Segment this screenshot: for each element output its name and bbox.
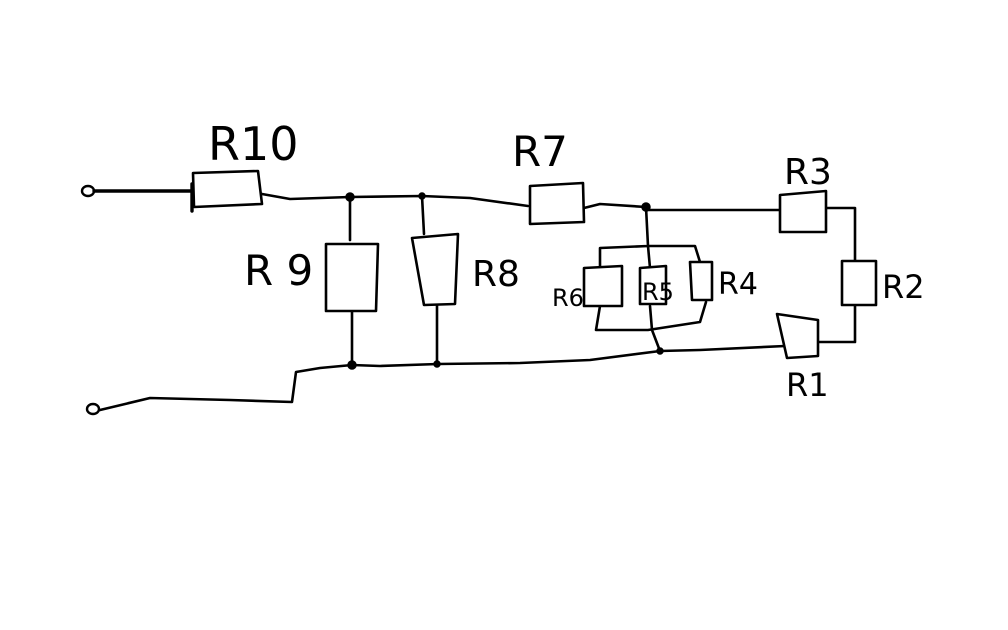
label-r7: R7 xyxy=(512,127,568,176)
wire-r10-r7 xyxy=(260,192,530,208)
resistor-r2 xyxy=(840,259,878,307)
input-terminal-top xyxy=(80,184,96,198)
wire-r2-r1 xyxy=(816,304,857,344)
node-bottom-left xyxy=(347,360,357,370)
resistor-r4 xyxy=(688,260,714,302)
wire-r8-branch xyxy=(420,194,439,366)
input-terminal-bottom xyxy=(85,402,101,416)
wire-bottom-rail xyxy=(98,344,787,412)
resistor-r8 xyxy=(410,232,460,307)
label-r9: R 9 xyxy=(244,246,313,295)
resistor-r5 xyxy=(638,264,668,306)
resistor-r7 xyxy=(528,181,586,226)
label-r2: R2 xyxy=(882,268,925,306)
wire-r3-r2 xyxy=(824,206,857,262)
label-r10: R10 xyxy=(208,117,299,171)
wire-parallel-group xyxy=(594,205,708,353)
label-r3: R3 xyxy=(784,152,832,193)
node-top-mid xyxy=(418,192,426,200)
label-r4: R4 xyxy=(718,267,758,302)
wire-r9-branch xyxy=(348,195,354,367)
resistor-r3 xyxy=(778,189,828,234)
resistor-r1 xyxy=(775,312,820,360)
wire-r7-node xyxy=(582,202,648,210)
node-top-right xyxy=(641,202,651,212)
node-top-left xyxy=(345,192,355,202)
node-bottom-mid xyxy=(433,360,441,368)
label-r1: R1 xyxy=(786,366,829,404)
label-r8: R8 xyxy=(472,254,520,295)
wire-input-top xyxy=(92,182,194,213)
label-r6: R6 xyxy=(552,284,584,312)
circuit-wires xyxy=(92,182,857,412)
resistor-r6 xyxy=(582,264,624,308)
node-bottom-right xyxy=(656,347,664,355)
label-r5: R5 xyxy=(642,278,674,306)
resistor-r9 xyxy=(324,242,380,313)
resistor-r10 xyxy=(191,169,264,209)
